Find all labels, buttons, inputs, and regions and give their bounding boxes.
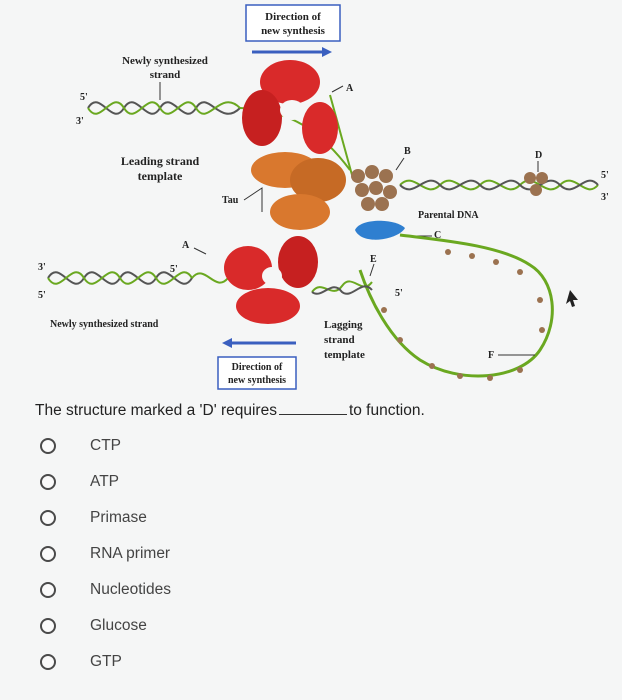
option-label: Primase — [90, 509, 147, 526]
e-5prime: 5' — [395, 288, 403, 299]
letter-a-top: A — [346, 83, 354, 94]
letter-d: D — [535, 150, 542, 161]
top-5prime: 5' — [80, 92, 88, 103]
leading-line2: template — [138, 169, 183, 183]
option-nucleotides[interactable]: Nucleotides — [40, 578, 171, 602]
letter-f: F — [488, 350, 494, 361]
question-after: to function. — [348, 402, 425, 419]
direction-bottom-line1: Direction of — [232, 362, 283, 373]
direction-arrowhead-bottom — [222, 338, 232, 348]
option-label: RNA primer — [90, 545, 171, 562]
letter-b: B — [404, 146, 411, 157]
option-gtp[interactable]: GTP — [40, 650, 122, 674]
helicase-beads — [351, 165, 397, 211]
dna-replication-figure: Direction of new synthesis Newly synthes… — [38, 4, 609, 390]
radio-button[interactable] — [40, 510, 56, 526]
option-label: ATP — [90, 473, 119, 490]
top-3prime: 3' — [76, 116, 84, 127]
right-5prime: 5' — [601, 170, 609, 181]
parental-strand2 — [399, 179, 599, 191]
parental-dna-label: Parental DNA — [418, 210, 479, 221]
direction-arrowhead-top — [322, 47, 332, 57]
option-ctp[interactable]: CTP — [40, 434, 121, 458]
lagging-line2: strand — [324, 334, 355, 346]
leading-line1: Leading strand — [121, 154, 200, 168]
question-text: The structure marked a 'D' requires to fu… — [35, 402, 425, 420]
right-3prime: 3' — [601, 192, 609, 203]
tau-label: Tau — [222, 195, 239, 206]
letter-c: C — [434, 230, 441, 241]
radio-button[interactable] — [40, 438, 56, 454]
option-label: CTP — [90, 437, 121, 454]
top-clamp — [242, 60, 338, 154]
bottom-5prime: 5' — [38, 290, 46, 301]
direction-bottom-line2: new synthesis — [228, 375, 286, 386]
direction-box-top — [245, 4, 341, 42]
bottom-mid-5prime: 5' — [170, 264, 178, 275]
mouse-cursor-icon — [566, 290, 578, 307]
lagging-line3: template — [324, 349, 365, 361]
bottom-3prime: 3' — [38, 262, 46, 273]
option-atp[interactable]: ATP — [40, 470, 119, 494]
primase-blob — [355, 220, 405, 240]
top-helix-strand2 — [87, 101, 241, 115]
radio-button[interactable] — [40, 618, 56, 634]
radio-button[interactable] — [40, 474, 56, 490]
option-glucose[interactable]: Glucose — [40, 614, 147, 638]
option-label: Nucleotides — [90, 581, 171, 598]
option-rna-primer[interactable]: RNA primer — [40, 542, 170, 566]
newly-top-line1: Newly synthesized — [122, 55, 208, 67]
direction-top-line1: Direction of — [265, 11, 321, 23]
lagging-beads — [381, 249, 545, 381]
letter-e: E — [370, 254, 377, 265]
parental-bead-d — [524, 172, 548, 196]
direction-top-line2: new synthesis — [261, 25, 326, 37]
letter-a-mid: A — [182, 240, 190, 251]
bottom-helix-strand2 — [47, 271, 193, 285]
tau-complex — [251, 152, 346, 230]
radio-button[interactable] — [40, 654, 56, 670]
option-label: Glucose — [90, 617, 147, 634]
newly-bottom-label: Newly synthesized strand — [50, 319, 159, 330]
bottom-clamp — [224, 236, 318, 324]
option-primase[interactable]: Primase — [40, 506, 147, 530]
lagging-line1: Lagging — [324, 319, 363, 331]
radio-button[interactable] — [40, 582, 56, 598]
option-label: GTP — [90, 653, 122, 670]
radio-button[interactable] — [40, 546, 56, 562]
newly-top-line2: strand — [150, 69, 181, 81]
direction-box-bottom — [217, 356, 297, 390]
question-before: The structure marked a 'D' requires — [35, 402, 277, 419]
answer-blank — [278, 402, 347, 415]
